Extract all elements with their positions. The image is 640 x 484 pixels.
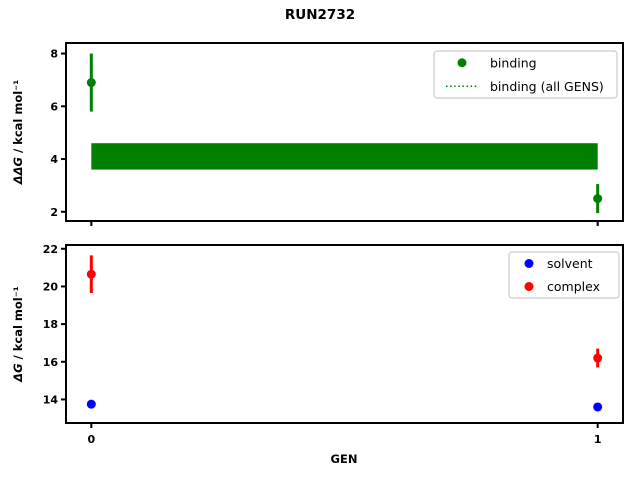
- panel-dg: 14 16 18 20 22 0 1 solvent complex ΔG / kcal mol…: [11, 243, 624, 466]
- legend-marker-circle: [524, 259, 534, 268]
- y-tick-label: 8: [50, 48, 58, 61]
- data-point-complex: [593, 353, 603, 363]
- legend-label: binding (all GENS): [490, 79, 604, 94]
- data-point-binding: [86, 78, 96, 88]
- dg-y-axis-label-units: / kcal mol⁻¹: [11, 286, 25, 363]
- data-point-complex: [86, 269, 96, 279]
- binding-plot-area: 2 4 6 8 binding binding (all GENS): [50, 42, 624, 226]
- y-tick-label: 4: [50, 153, 58, 166]
- axes-frame: [65, 244, 624, 424]
- x-tick-label: 1: [594, 433, 602, 446]
- legend-marker-circle: [524, 282, 534, 291]
- figure-title: RUN2732: [285, 7, 355, 23]
- legend-label: binding: [490, 55, 537, 70]
- y-tick-label: 16: [43, 356, 59, 369]
- axes-frame: [65, 42, 624, 222]
- dg-plot-area: 14 16 18 20 22 0 1 solvent complex: [43, 243, 624, 446]
- data-point-solvent: [86, 399, 96, 409]
- x-tick-label: 0: [87, 433, 95, 446]
- y-tick-label: 22: [43, 243, 58, 256]
- data-point-binding: [593, 194, 603, 204]
- band-binding-all-gens-: [91, 143, 598, 170]
- legend-marker-circle: [457, 58, 467, 68]
- x-axis-label: GEN: [331, 452, 358, 466]
- dg-y-axis-label: ΔG / kcal mol⁻¹: [11, 286, 25, 383]
- binding-y-axis-label: ΔΔG / kcal mol⁻¹: [11, 80, 25, 186]
- y-tick-label: 14: [43, 393, 59, 406]
- y-tick-label: 6: [50, 100, 58, 113]
- legend-box: [433, 50, 618, 99]
- y-tick-label: 2: [50, 206, 58, 219]
- panel-binding: 2 4 6 8 binding binding (all GENS) ΔΔG / kcal…: [11, 42, 624, 226]
- binding-y-axis-label-math: ΔΔG: [11, 157, 25, 185]
- data-point-solvent: [593, 402, 603, 412]
- legend-label: complex: [547, 279, 600, 294]
- binding-y-axis-label-units: / kcal mol⁻¹: [11, 80, 25, 157]
- legend-label: solvent: [547, 256, 593, 271]
- y-tick-label: 18: [43, 318, 58, 331]
- legend-box: [508, 251, 620, 299]
- dg-y-axis-label-math: ΔG: [11, 363, 25, 382]
- y-tick-label: 20: [43, 280, 59, 293]
